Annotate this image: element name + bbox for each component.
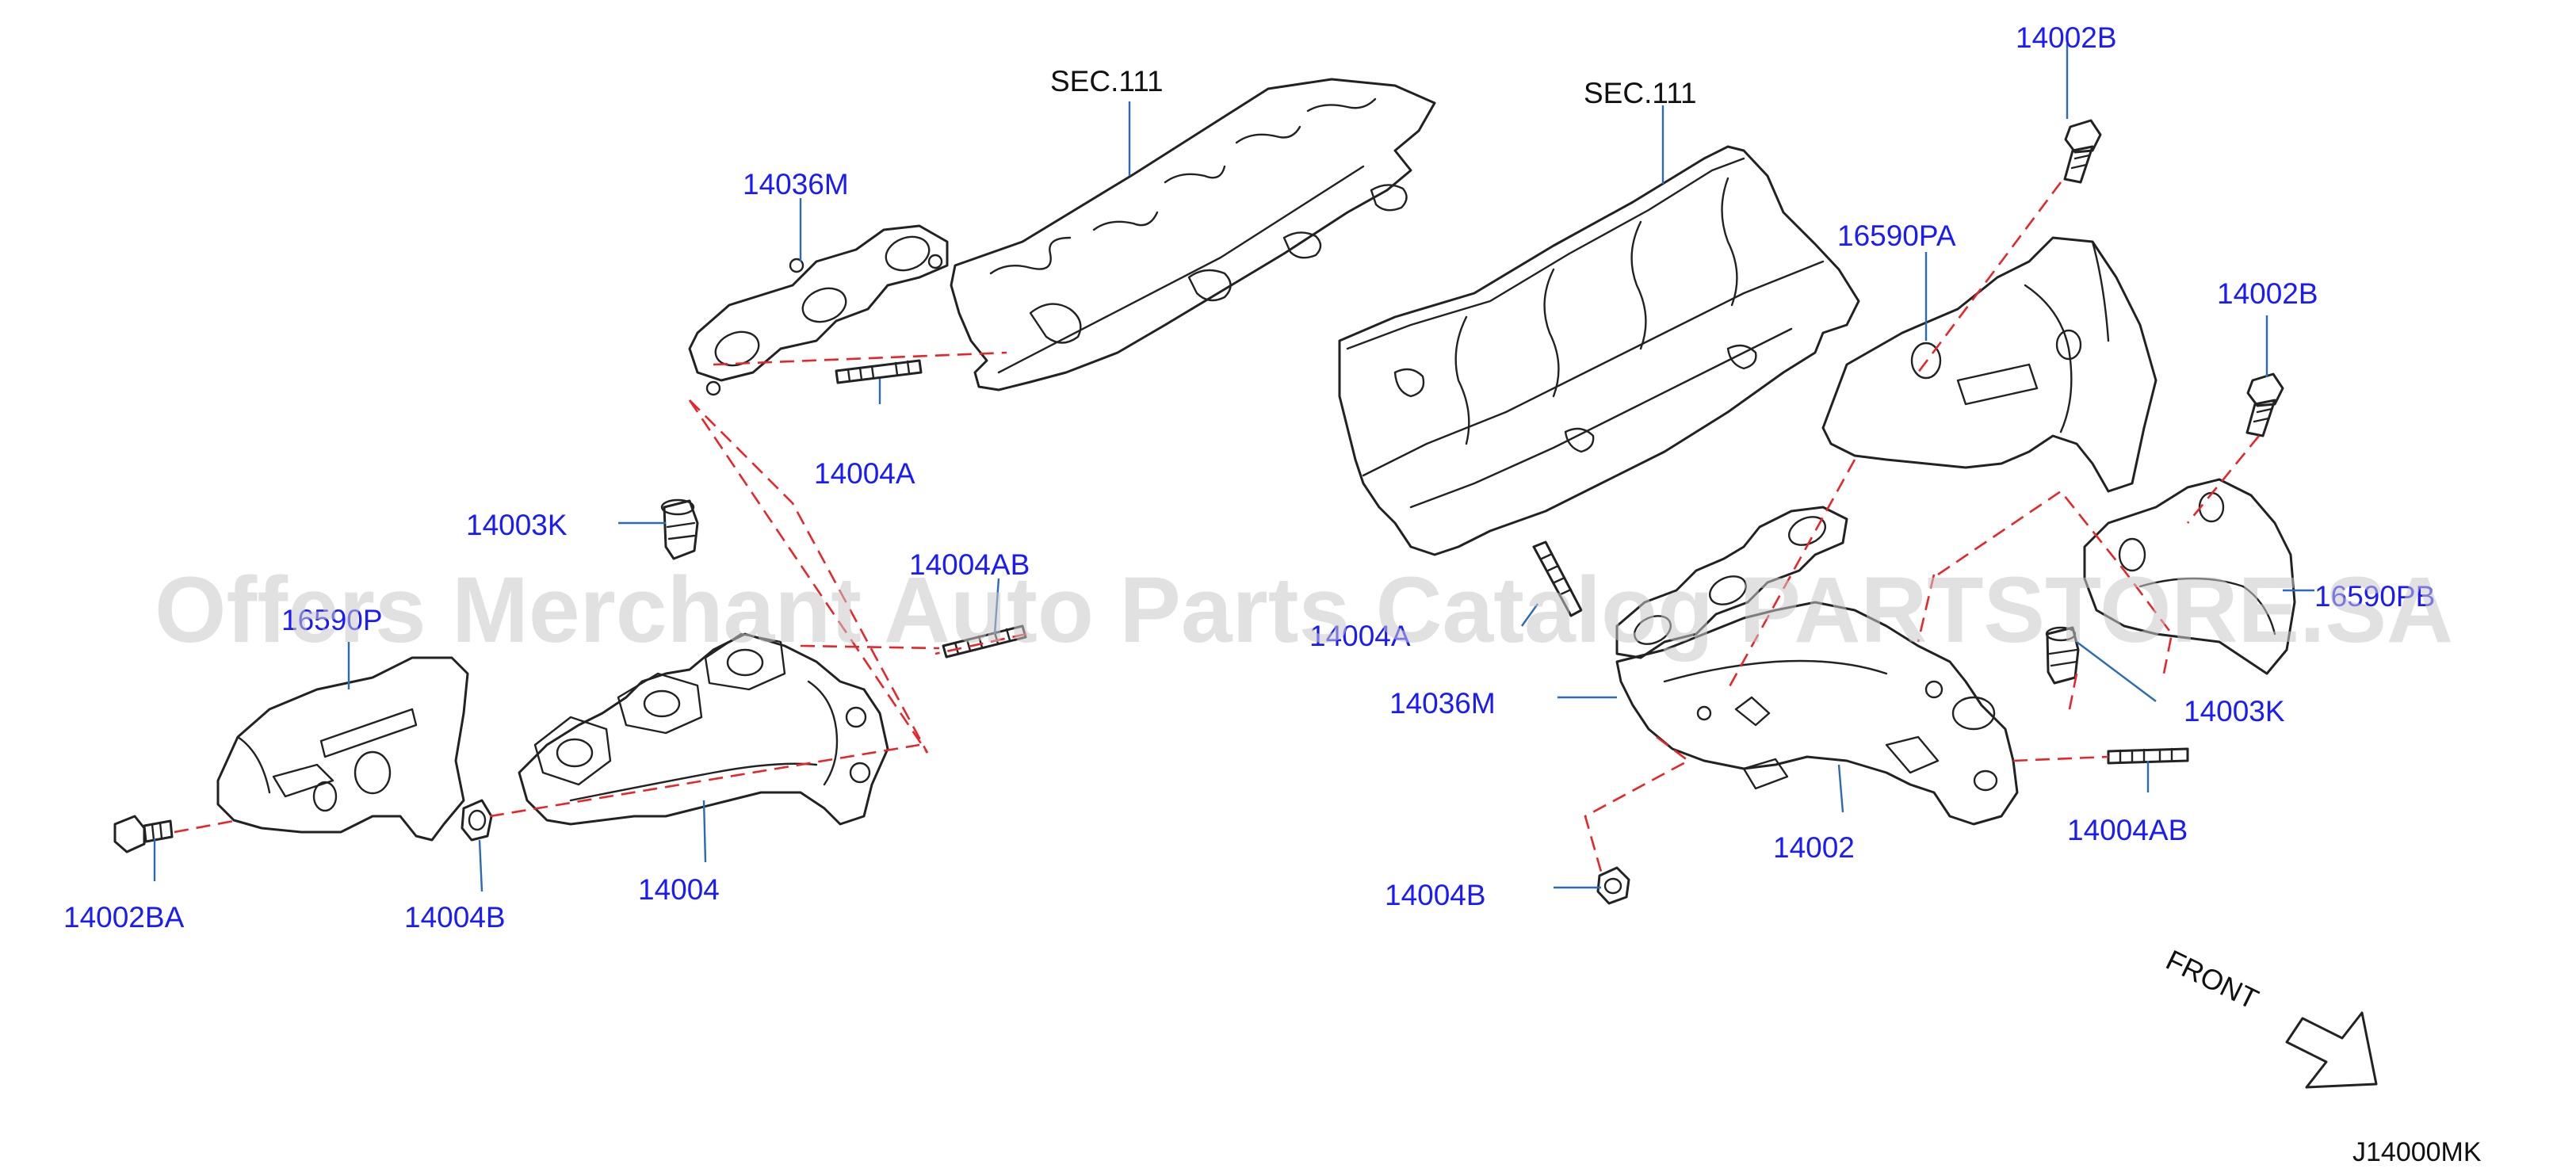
part-label-16590pa[interactable]: 16590PA [1837, 220, 1956, 252]
part-label-14036m-left[interactable]: 14036M [743, 168, 849, 200]
part-label-14002b-mid[interactable]: 14002B [2217, 277, 2318, 310]
left-bolt-14002ba [113, 815, 174, 853]
part-label-14004b-right[interactable]: 14004B [1385, 879, 1486, 911]
right-cylinder-head [1338, 145, 1860, 556]
left-bolt-14003k [660, 498, 699, 560]
front-label: FRONT [2161, 943, 2263, 1015]
left-cylinder-head [950, 78, 1436, 391]
right-heat-shield-upper [1821, 236, 2157, 493]
sec-ref-left[interactable]: SEC.111 [1050, 65, 1164, 97]
part-label-16590p[interactable]: 16590P [281, 604, 383, 636]
left-heat-shield [216, 656, 469, 842]
part-label-14004[interactable]: 14004 [638, 873, 720, 906]
right-exhaust-manifold [1615, 601, 2019, 826]
part-label-14002[interactable]: 14002 [1773, 831, 1855, 864]
part-label-14036m-right[interactable]: 14036M [1389, 687, 1496, 720]
right-manifold-gasket [1615, 506, 1848, 659]
part-label-14002ba[interactable]: 14002BA [63, 901, 185, 934]
part-label-14004b-left[interactable]: 14004B [404, 901, 506, 934]
part-label-14004ab-left[interactable]: 14004AB [909, 548, 1030, 581]
part-label-16590pb[interactable]: 16590PB [2314, 580, 2435, 613]
left-exhaust-manifold [518, 632, 889, 826]
right-stud-14004a [1532, 540, 1583, 617]
right-bolt-14002b-mid [2245, 372, 2284, 437]
part-label-14004ab-right[interactable]: 14004AB [2067, 814, 2188, 846]
front-arrow-icon [2285, 1011, 2378, 1089]
leader-lines [153, 44, 2314, 892]
front-direction-indicator: FRONT [2161, 943, 2378, 1089]
left-stud-14004a [835, 359, 923, 384]
diagram-code: J14000MK [2352, 1137, 2482, 1167]
part-label-14003k-right[interactable]: 14003K [2184, 695, 2285, 727]
part-label-14004a-right[interactable]: 14004A [1309, 620, 1411, 652]
right-stud-14004ab [2107, 747, 2189, 765]
sec-ref-right[interactable]: SEC.111 [1584, 77, 1697, 109]
left-nut-14004b [461, 799, 493, 842]
part-label-14002b-top[interactable]: 14002B [2016, 21, 2117, 54]
assembly-dashed-lines [174, 181, 2261, 872]
part-label-14004a-left[interactable]: 14004A [814, 457, 915, 490]
right-heat-shield-lower [2083, 478, 2296, 675]
watermark-text: Offers Merchant Auto Parts Catalog PARTS… [155, 558, 2453, 662]
right-bolt-14002b-top [2063, 119, 2102, 184]
right-nut-14004b [1596, 866, 1630, 905]
part-label-14003k-left[interactable]: 14003K [466, 509, 568, 541]
